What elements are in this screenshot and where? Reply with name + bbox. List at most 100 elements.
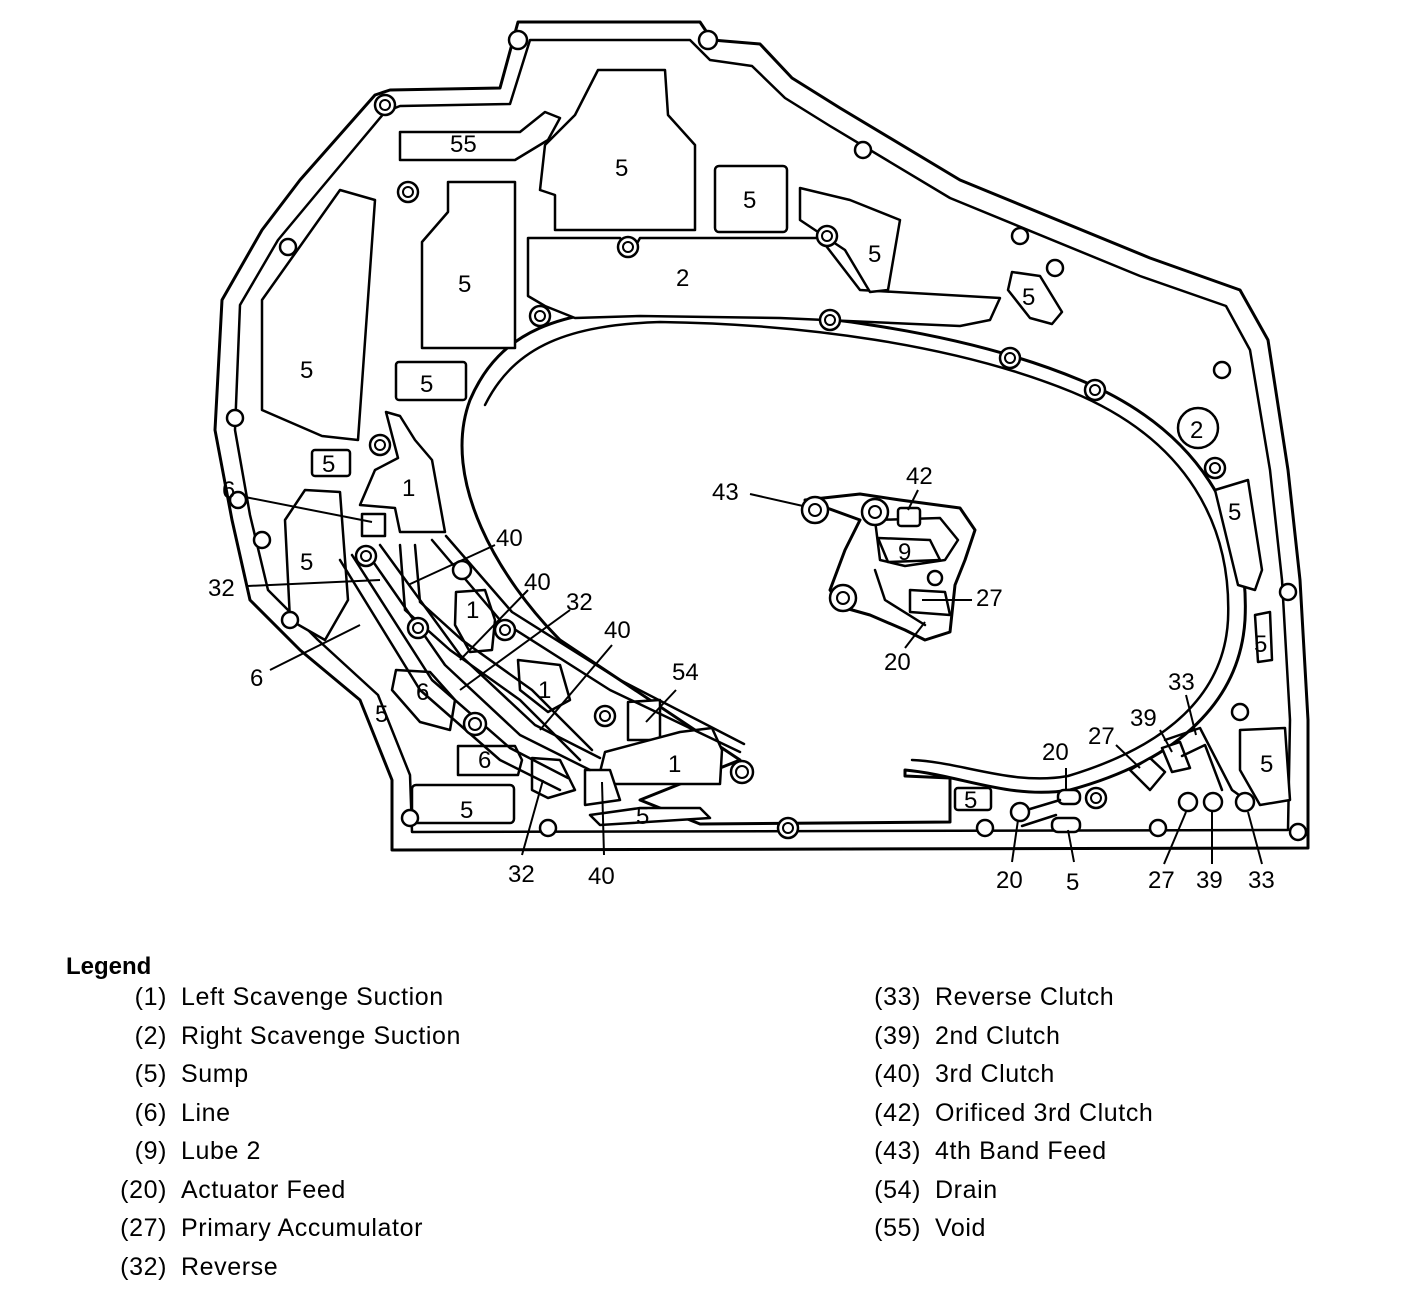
center-valve-inner — [873, 516, 960, 627]
label-40: 40 — [604, 617, 631, 644]
bolt-holes — [225, 29, 1308, 842]
label-33: 33 — [1168, 669, 1195, 696]
label-27: 27 — [1088, 723, 1115, 750]
label-32: 32 — [208, 575, 235, 602]
channel-plate-diagram: 55 5 5 5 5 5 5 5 5 5 5 5 5 5 5 5 5 2 2 1… — [208, 20, 1310, 896]
legend-code: (32) — [120, 1252, 167, 1281]
channel-sump-bottom-mid — [588, 806, 712, 827]
legend-code: (1) — [134, 983, 167, 1011]
legend-text: Right Scavenge Suction — [181, 1021, 462, 1050]
label-5: 5 — [1022, 284, 1035, 311]
legend-code: (6) — [134, 1098, 167, 1127]
central-cavity-inner — [483, 320, 1230, 780]
leader-lines — [244, 489, 1263, 865]
legend-code: (40) — [874, 1060, 921, 1088]
legend-text: 3rd Clutch — [935, 1060, 1055, 1088]
channel-sump-small-left — [394, 360, 468, 402]
inner-casing-outline — [233, 38, 1292, 834]
channel-left-scavenge-mid — [453, 588, 497, 654]
channel-left-scavenge-low — [516, 658, 572, 714]
label-5: 5 — [300, 549, 313, 576]
label-5: 5 — [636, 803, 649, 830]
channel-sump-diag — [798, 186, 902, 294]
legend-code: (33) — [874, 983, 921, 1011]
label-42: 42 — [906, 463, 933, 490]
legend-text: Orificed 3rd Clutch — [935, 1098, 1154, 1127]
channel-sump-box — [953, 786, 993, 812]
label-5: 5 — [420, 371, 433, 398]
label-55: 55 — [450, 131, 477, 158]
label-20: 20 — [996, 867, 1023, 894]
legend-code: (42) — [874, 1098, 921, 1127]
label-27: 27 — [1148, 867, 1175, 894]
channel-sump-left-big — [260, 188, 377, 442]
legend-code: (9) — [134, 1137, 167, 1165]
legend-text: Left Scavenge Suction — [181, 983, 444, 1011]
label-32: 32 — [566, 589, 593, 616]
channel-line-bottom — [456, 744, 524, 777]
label-5: 5 — [322, 451, 335, 478]
channel-reverse-bottom — [530, 756, 577, 800]
channel-sump-square — [713, 164, 789, 234]
label-6: 6 — [250, 665, 263, 692]
channel-left-scavenge-bottom — [598, 726, 724, 786]
legend-text: Reverse — [181, 1252, 279, 1281]
label-5: 5 — [458, 271, 471, 298]
legend-code: (54) — [874, 1175, 921, 1204]
label-33: 33 — [1248, 867, 1275, 894]
legend-code: (39) — [874, 1021, 921, 1050]
label-2: 2 — [676, 265, 689, 292]
label-5: 5 — [615, 155, 628, 182]
label-5: 5 — [868, 241, 881, 268]
label-40: 40 — [524, 569, 551, 596]
legend-code: (20) — [120, 1175, 167, 1204]
channel-orificed-3rd-clutch — [896, 506, 922, 528]
outer-casing-outline — [213, 20, 1310, 852]
label-43: 43 — [712, 479, 739, 506]
channel-sump-right-upper — [1213, 478, 1264, 592]
label-20: 20 — [1042, 739, 1069, 766]
label-9: 9 — [898, 539, 911, 566]
label-5: 5 — [1228, 499, 1241, 526]
channel-sump-tiny — [310, 448, 352, 478]
label-5: 5 — [1066, 869, 1079, 896]
label-5: 5 — [460, 797, 473, 824]
label-39: 39 — [1130, 705, 1157, 732]
label-5: 5 — [743, 187, 756, 214]
legend-text: Void — [935, 1214, 987, 1242]
legend-text: Drain — [935, 1175, 998, 1204]
legend-text: Sump — [181, 1060, 249, 1088]
label-2: 2 — [1190, 417, 1203, 444]
label-1: 1 — [668, 751, 681, 778]
label-1: 1 — [466, 597, 479, 624]
label-6: 6 — [222, 477, 235, 504]
channel-sump-small-right — [1006, 270, 1064, 326]
label-39: 39 — [1196, 867, 1223, 894]
channel-actuator-feed-upper — [1056, 788, 1082, 806]
label-5: 5 — [1260, 751, 1273, 778]
channel-sump-bottom-right — [1050, 816, 1082, 834]
label-27: 27 — [976, 585, 1003, 612]
legend-code: (5) — [134, 1060, 167, 1088]
label-5: 5 — [1254, 631, 1267, 658]
tube-upper-diag — [430, 534, 746, 754]
legend-text: 2nd Clutch — [935, 1021, 1061, 1050]
center-valve-body — [803, 492, 977, 642]
legend-code: (43) — [874, 1137, 921, 1165]
channel-void-55 — [398, 110, 562, 162]
label-1: 1 — [538, 677, 551, 704]
tube-3rd-clutch — [398, 543, 594, 762]
label-32: 32 — [508, 861, 535, 888]
channel-right-scavenge — [526, 236, 1002, 328]
legend-code: (55) — [874, 1214, 921, 1242]
channel-sump-left-mid — [283, 488, 350, 642]
legend: Legend (1)Left Scavenge Suction (2)Right… — [0, 945, 1408, 1285]
label-40: 40 — [588, 863, 615, 890]
legend-text: Primary Accumulator — [181, 1214, 424, 1242]
channel-sump-right-mid — [1253, 610, 1274, 664]
label-54: 54 — [672, 659, 699, 686]
channel-2nd-clutch — [1160, 740, 1192, 774]
label-6: 6 — [478, 747, 491, 774]
channel-sump-bottom-left — [410, 783, 516, 825]
label-5: 5 — [375, 701, 388, 728]
